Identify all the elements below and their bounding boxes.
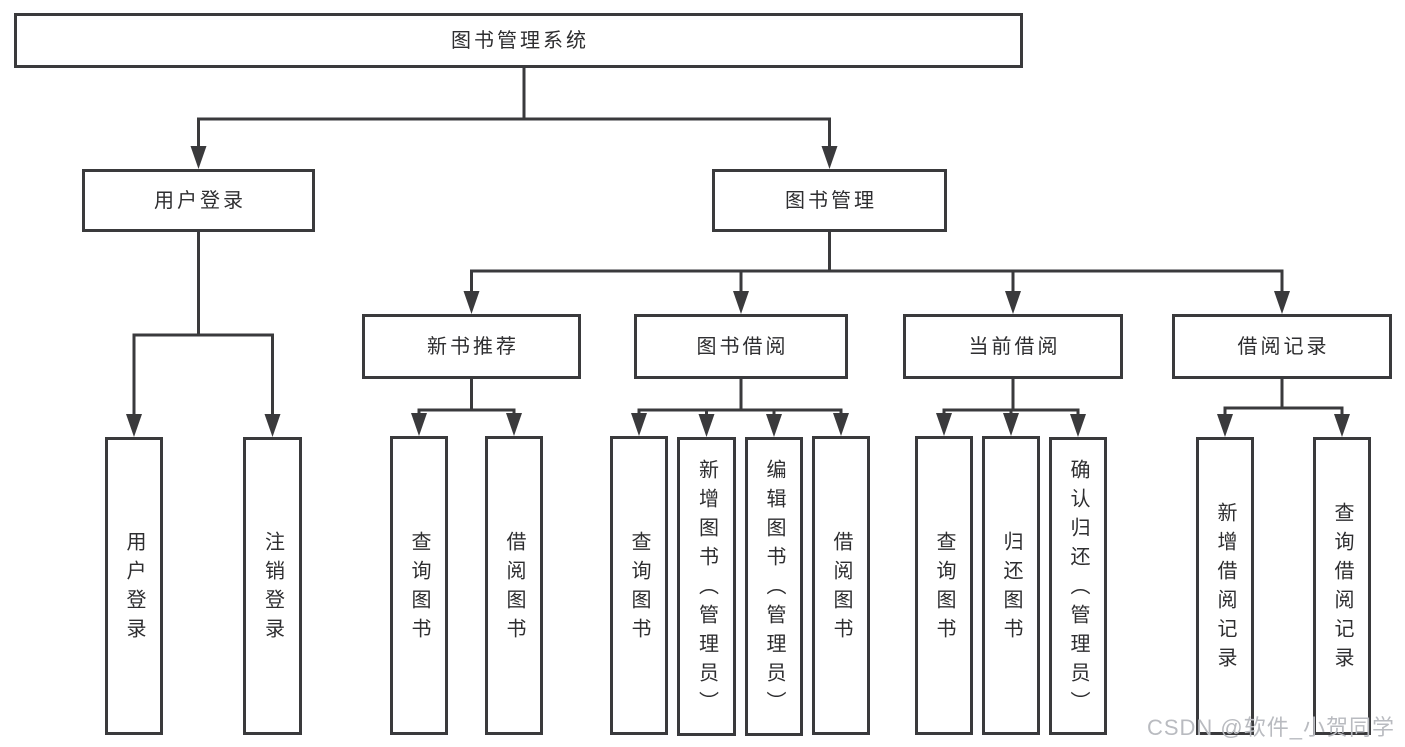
node-leaf-query-book-b: 查询图书	[610, 436, 668, 735]
node-leaf-query-record: 查询借阅记录	[1313, 437, 1371, 735]
node-leaf-return-book: 归还图书	[982, 436, 1040, 735]
node-leaf-confirm-return: 确认归还（管理员）	[1049, 437, 1107, 735]
node-book-mgmt: 图书管理	[712, 169, 947, 232]
node-leaf-borrow-book-b: 借阅图书	[812, 436, 870, 735]
node-leaf-add-book: 新增图书（管理员）	[677, 437, 736, 736]
node-borrow-record: 借阅记录	[1172, 314, 1392, 379]
node-leaf-add-record: 新增借阅记录	[1196, 437, 1254, 735]
node-leaf-logout: 注销登录	[243, 437, 302, 735]
node-current-borrow: 当前借阅	[903, 314, 1123, 379]
node-leaf-borrow-book-a: 借阅图书	[485, 436, 543, 735]
node-root: 图书管理系统	[14, 13, 1023, 68]
node-leaf-edit-book: 编辑图书（管理员）	[745, 437, 803, 736]
node-leaf-query-book-a: 查询图书	[390, 436, 448, 735]
node-new-book-rec: 新书推荐	[362, 314, 581, 379]
node-user-login: 用户登录	[82, 169, 315, 232]
node-leaf-user-login: 用户登录	[105, 437, 163, 735]
node-leaf-query-book-c: 查询图书	[915, 436, 973, 735]
node-book-borrow: 图书借阅	[634, 314, 848, 379]
